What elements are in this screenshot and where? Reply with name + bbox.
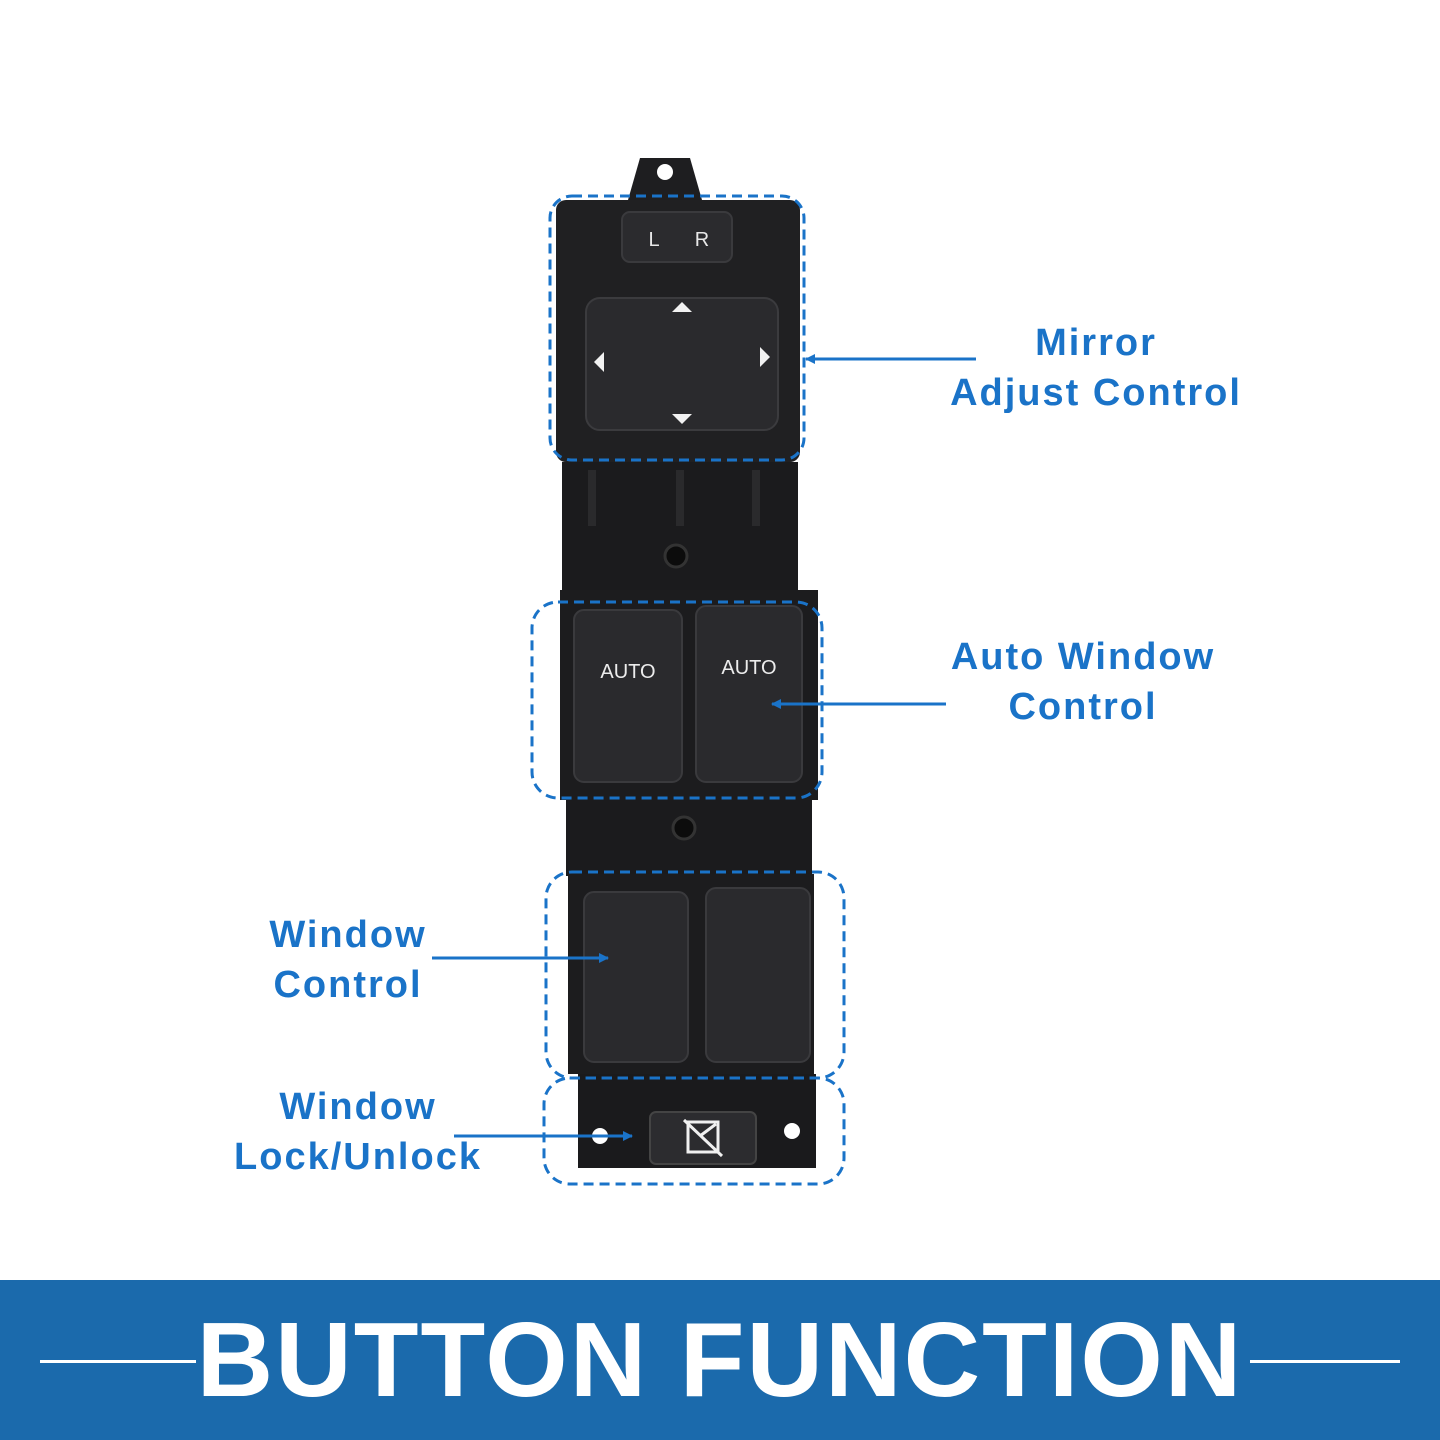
mount-hole xyxy=(784,1123,800,1139)
screw-hole xyxy=(663,543,689,569)
arrow-left-icon xyxy=(594,352,604,372)
banner-title: BUTTON FUNCTION xyxy=(196,1301,1244,1419)
mirror-select-left-label: L xyxy=(648,229,659,251)
auto-label: AUTO xyxy=(600,661,655,683)
mirror-adjust-pad[interactable] xyxy=(585,297,779,431)
banner-rule-right xyxy=(1250,1360,1400,1363)
arrow-up-icon xyxy=(672,302,692,312)
auto-window-button-left[interactable]: AUTO xyxy=(573,609,683,783)
window-button-right[interactable] xyxy=(705,887,811,1063)
highlight-auto-window xyxy=(530,600,824,800)
callout-auto-window: Auto Window Control xyxy=(950,636,1216,728)
callout-mirror-adjust: Mirror Adjust Control xyxy=(950,322,1242,414)
arrow-right-icon xyxy=(760,347,770,367)
window-lock-icon xyxy=(682,1118,724,1158)
mirror-select-right-label: R xyxy=(695,229,709,251)
switch-diagram: L R AUTO AUTO xyxy=(432,158,976,1186)
screw-hole xyxy=(671,815,697,841)
callout-window-control: Window Control xyxy=(269,914,427,1006)
arrow-down-icon xyxy=(672,414,692,424)
banner-rule-left xyxy=(40,1360,196,1363)
title-banner: BUTTON FUNCTION xyxy=(0,1280,1440,1440)
window-lock-button[interactable] xyxy=(649,1111,757,1165)
highlight-mirror xyxy=(548,194,806,462)
auto-window-button-right[interactable]: AUTO xyxy=(695,605,803,783)
auto-label: AUTO xyxy=(721,657,776,679)
window-button-left[interactable] xyxy=(583,891,689,1063)
mirror-select-switch[interactable]: L R xyxy=(621,211,733,263)
callout-window-lock: Window Lock/Unlock xyxy=(234,1086,482,1178)
